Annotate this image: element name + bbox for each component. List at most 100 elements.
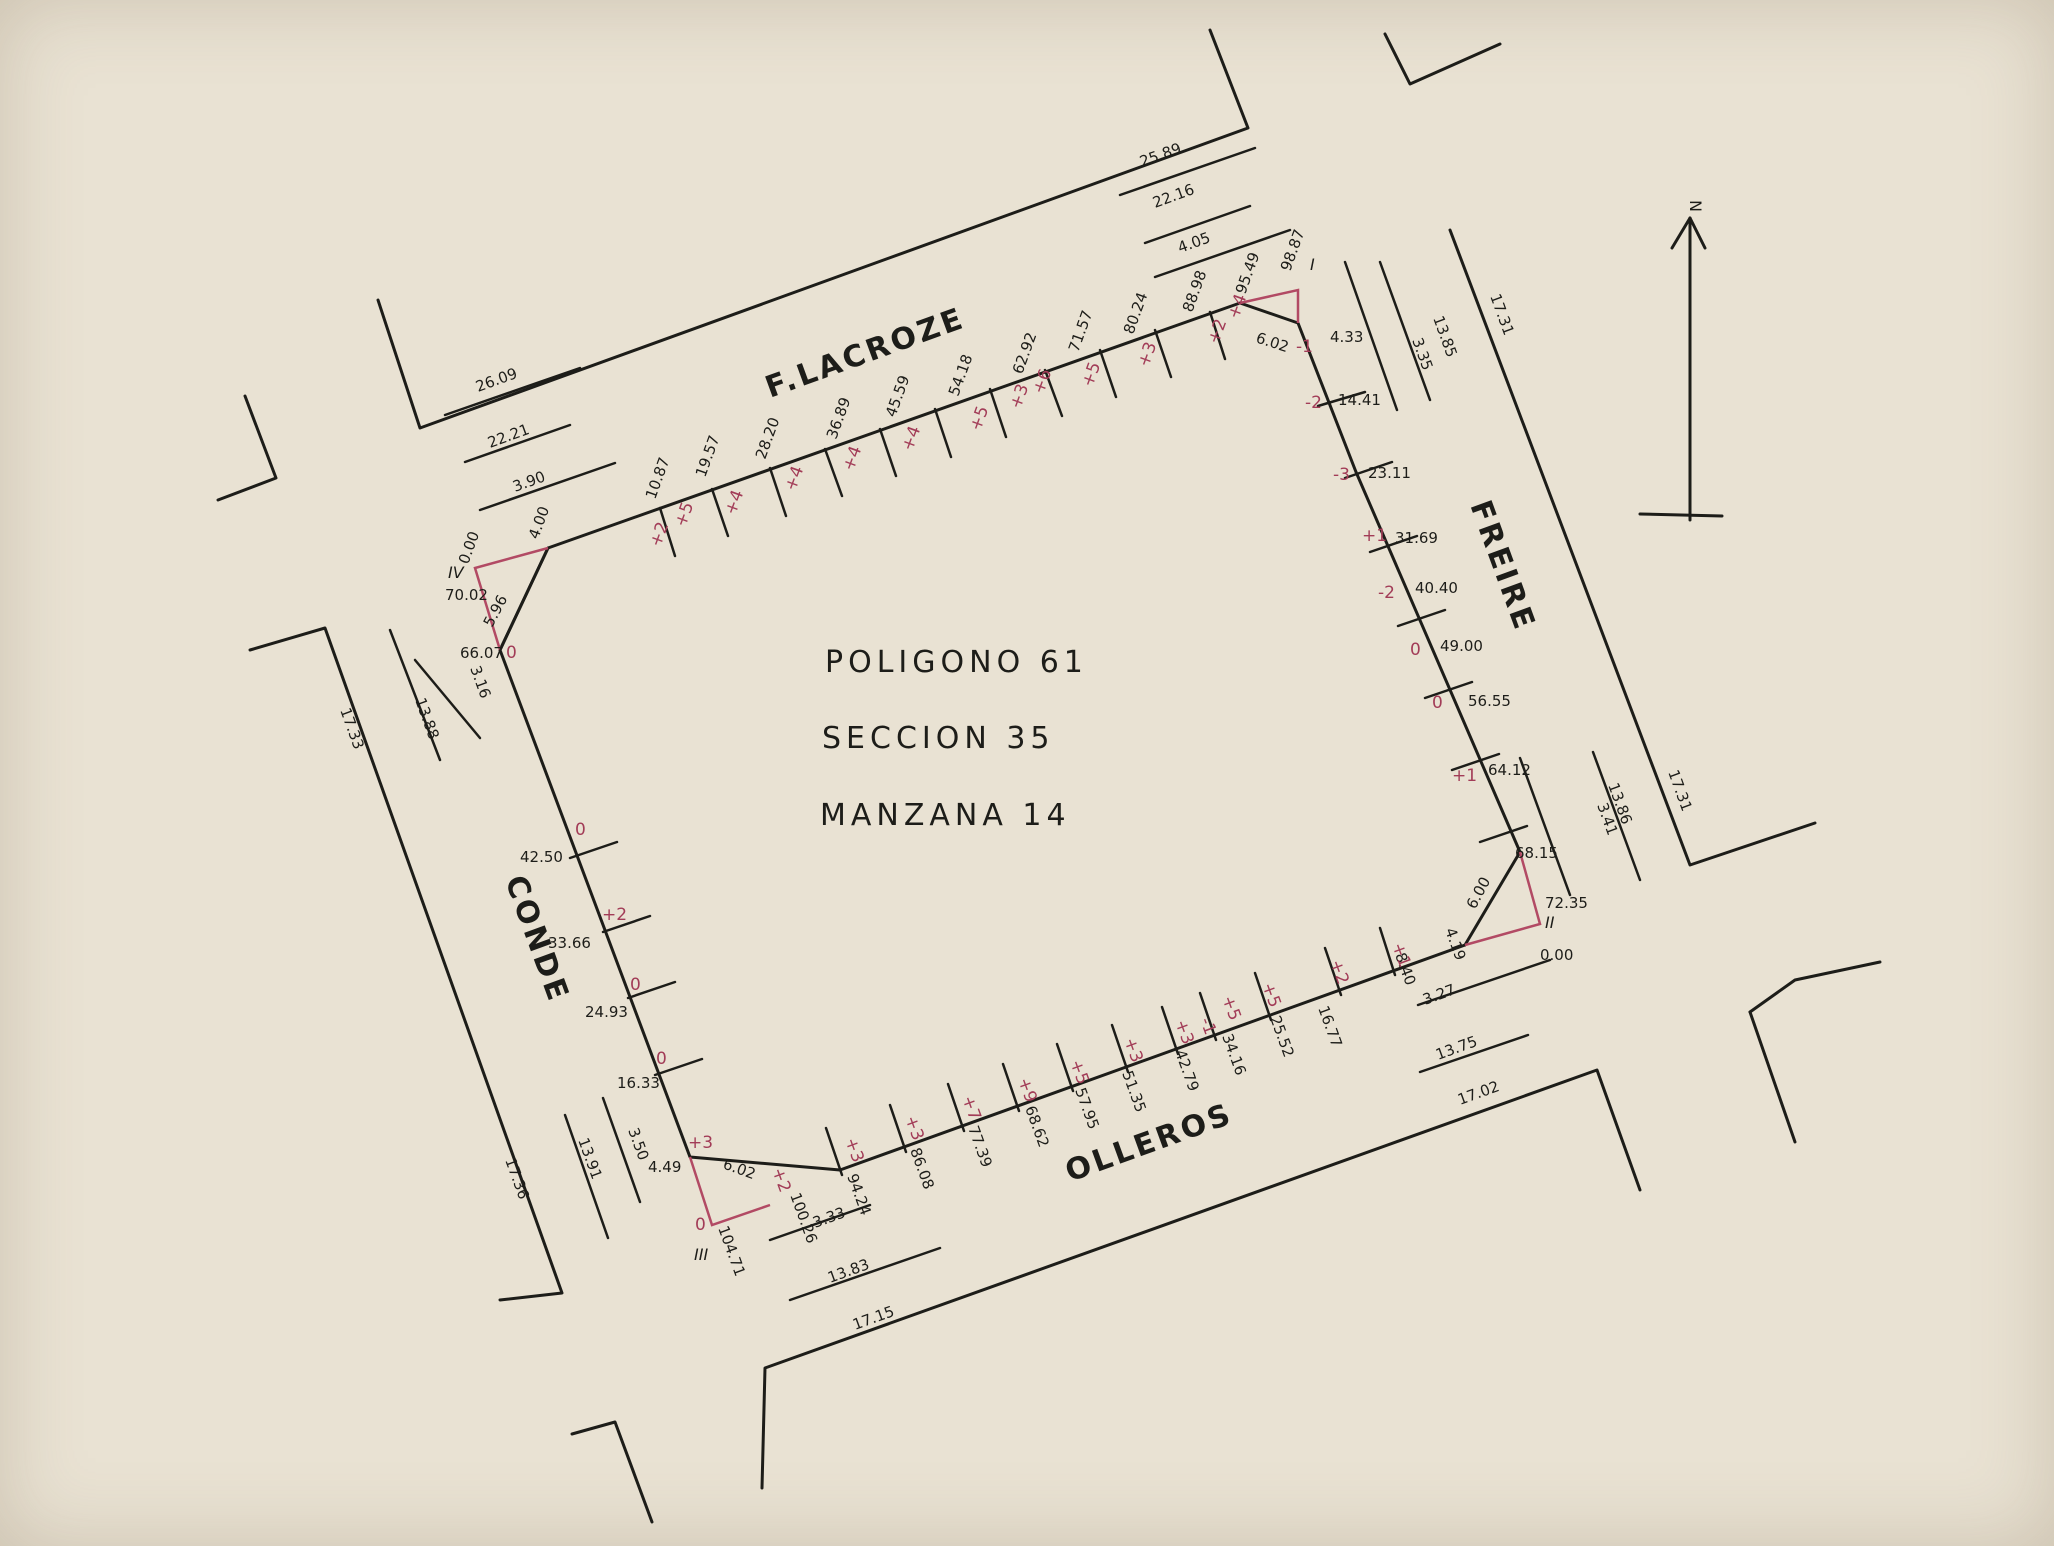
corner-label-iv: IV — [448, 563, 465, 582]
offset: +5 — [1078, 359, 1105, 389]
chainage: 34.16 — [1218, 1031, 1250, 1078]
zero-mark: 0.00 — [455, 529, 483, 567]
street-width: 25.89 — [1137, 139, 1184, 171]
chainage: 23.11 — [1368, 464, 1411, 482]
offset: +2 — [646, 519, 673, 549]
chainage: 42.79 — [1171, 1047, 1203, 1094]
offset: -2 — [1305, 393, 1322, 413]
offset: +1 — [1452, 766, 1477, 786]
red-corner-iii — [688, 1156, 771, 1227]
chainage: 28.20 — [752, 415, 784, 462]
offset: 0 — [656, 1049, 667, 1069]
offset: +4 — [721, 487, 748, 517]
title-block: POLIGONO 61 SECCION 35 MANZANA 14 — [820, 645, 1088, 833]
chainage: 57.95 — [1071, 1085, 1103, 1132]
chainage: 88.98 — [1179, 268, 1211, 315]
street-width: 3.16 — [466, 663, 494, 701]
offset: 0 — [630, 975, 641, 995]
red-corner-iv — [473, 546, 549, 651]
chainage: 94.24 — [843, 1171, 875, 1218]
chamfer-nw — [498, 546, 550, 652]
n-tick-corner — [1383, 32, 1502, 86]
chainage: 68.15 — [1515, 844, 1558, 862]
red-corner-i — [1239, 288, 1300, 323]
chainage: 4.19 — [1441, 925, 1469, 963]
chainage: 64.12 — [1488, 761, 1531, 779]
offset: +1 — [1362, 526, 1387, 546]
west-side-ticks — [568, 840, 704, 1077]
chainage: 104.71 — [714, 1223, 749, 1278]
street-width: 4.05 — [1175, 228, 1213, 256]
chainage: 45.59 — [882, 373, 914, 420]
chainage: 4.33 — [1330, 328, 1363, 346]
chainage: 4.49 — [648, 1158, 681, 1176]
chainage: 71.57 — [1065, 308, 1097, 355]
chainage: 42.50 — [520, 848, 563, 866]
chainage: 95.49 — [1232, 250, 1264, 297]
chainage: 24.93 — [585, 1003, 628, 1021]
title-poligono: POLIGONO 61 — [825, 645, 1088, 680]
sw-tick-corner — [570, 1420, 654, 1524]
north-arrow: N — [1638, 200, 1724, 522]
block-polygon — [473, 288, 1542, 1227]
offset: -2 — [1378, 583, 1395, 603]
street-width: 17.33 — [336, 705, 368, 752]
chainage: 14.41 — [1338, 391, 1381, 409]
title-seccion: SECCION 35 — [822, 721, 1055, 756]
street-corner-lines — [216, 28, 1882, 1524]
chainage: 72.35 — [1545, 894, 1588, 912]
street-width: 13.85 — [1429, 313, 1461, 360]
title-manzana: MANZANA 14 — [820, 798, 1071, 833]
street-name-east: FREIRE — [1462, 496, 1542, 637]
street-width-lines — [388, 146, 1642, 1302]
east-side-ticks — [1316, 390, 1529, 844]
street-width: 17.31 — [1486, 291, 1518, 338]
offset: +4 — [781, 463, 808, 493]
w-corner-line — [248, 626, 564, 1302]
offset: 0 — [695, 1215, 706, 1235]
offset: +5 — [966, 403, 993, 433]
chainage: 56.55 — [1468, 692, 1511, 710]
offset: 0 — [506, 643, 517, 663]
offset: -3 — [1333, 465, 1350, 485]
street-width: 17.02 — [1455, 1077, 1502, 1109]
corner-label-ii: II — [1545, 913, 1555, 932]
chamfer-se — [1463, 850, 1522, 947]
e-corner-tick — [1748, 960, 1882, 1014]
corner-label-i: I — [1310, 255, 1315, 274]
offset: +5 — [1217, 993, 1244, 1023]
offset: +2 — [1204, 316, 1231, 346]
chainage: 68.62 — [1021, 1103, 1053, 1150]
offset: +3 — [1134, 339, 1161, 369]
street-width: 13.83 — [825, 1255, 872, 1287]
chainage: 4.00 — [525, 504, 553, 542]
chainage: 16.33 — [617, 1074, 660, 1092]
chainage: 66.07 — [460, 644, 503, 662]
offset: 0 — [1432, 693, 1443, 713]
chainage: 80.24 — [1120, 290, 1152, 337]
chamfer-length: 6.02 — [1254, 329, 1291, 356]
street-width: 13.88 — [411, 695, 443, 742]
south-side-measurements: 3.27 13.75 17.02 3.33 13.83 17.15 4.19 8… — [695, 925, 1502, 1334]
chainage: 10.87 — [642, 455, 674, 502]
offset: +2 — [1325, 957, 1352, 987]
chainage: 25.52 — [1266, 1013, 1298, 1060]
offset: -1 — [1195, 1015, 1220, 1038]
offset: +5 — [1257, 980, 1284, 1010]
chainage: 36.89 — [823, 395, 855, 442]
street-width: 17.36 — [501, 1155, 533, 1202]
south-side-ticks — [824, 926, 1397, 1177]
north-arrow-label: N — [1686, 200, 1705, 212]
street-width: 22.16 — [1150, 180, 1197, 212]
street-width: 3.27 — [1420, 980, 1458, 1008]
chainage: 49.00 — [1440, 637, 1483, 655]
red-corner-ii — [1464, 851, 1542, 947]
corner-labels: I II III IV — [448, 255, 1555, 1264]
corner-label-iii: III — [694, 1245, 708, 1264]
chainage: 51.35 — [1118, 1068, 1150, 1115]
offset: +4 — [839, 443, 866, 473]
ne-corner-line — [1448, 228, 1817, 867]
chainage: 40.40 — [1415, 579, 1458, 597]
offset: +3 — [688, 1133, 713, 1153]
